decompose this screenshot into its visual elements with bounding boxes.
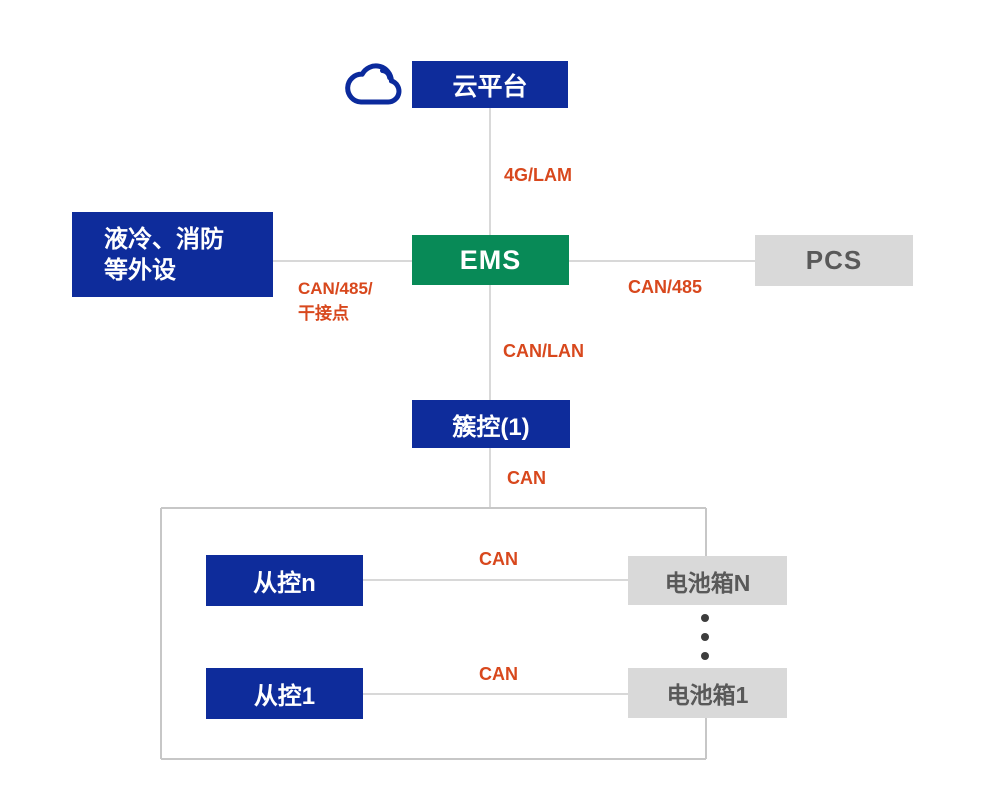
link-label-can-cluster: CAN (507, 468, 546, 488)
node-slave-n: 从控n (206, 555, 363, 606)
link-label-4g-lam: 4G/LAM (504, 165, 573, 185)
node-peripherals-line2: 等外设 (104, 256, 176, 284)
node-slave-1: 从控1 (206, 668, 363, 719)
node-peripherals-line1: 液冷、消防 (104, 225, 224, 253)
node-battery-box-n: 电池箱N (628, 556, 787, 605)
link-label-can-lan: CAN/LAN (503, 341, 584, 361)
node-peripherals: 液冷、消防 等外设 (72, 212, 273, 297)
node-ems: EMS (412, 235, 569, 285)
node-cluster-controller: 簇控(1) (412, 400, 570, 448)
node-cloud-platform: 云平台 (412, 61, 568, 108)
ellipsis-dots (701, 614, 709, 660)
link-label-can-row-1: CAN (479, 664, 518, 684)
link-label-dry-contact-line2: 干接点 (298, 304, 349, 323)
link-label-can485-right: CAN/485 (628, 277, 703, 297)
link-label-can485-dry-contact: CAN/485/ 干接点 (298, 276, 373, 326)
battery-group-frame (160, 507, 707, 760)
node-battery-box-1: 电池箱1 (628, 668, 787, 718)
link-label-can-row-n: CAN (479, 549, 518, 569)
link-label-can485-line1: CAN/485/ (298, 279, 373, 298)
node-pcs: PCS (755, 235, 913, 286)
cloud-icon (345, 63, 402, 105)
